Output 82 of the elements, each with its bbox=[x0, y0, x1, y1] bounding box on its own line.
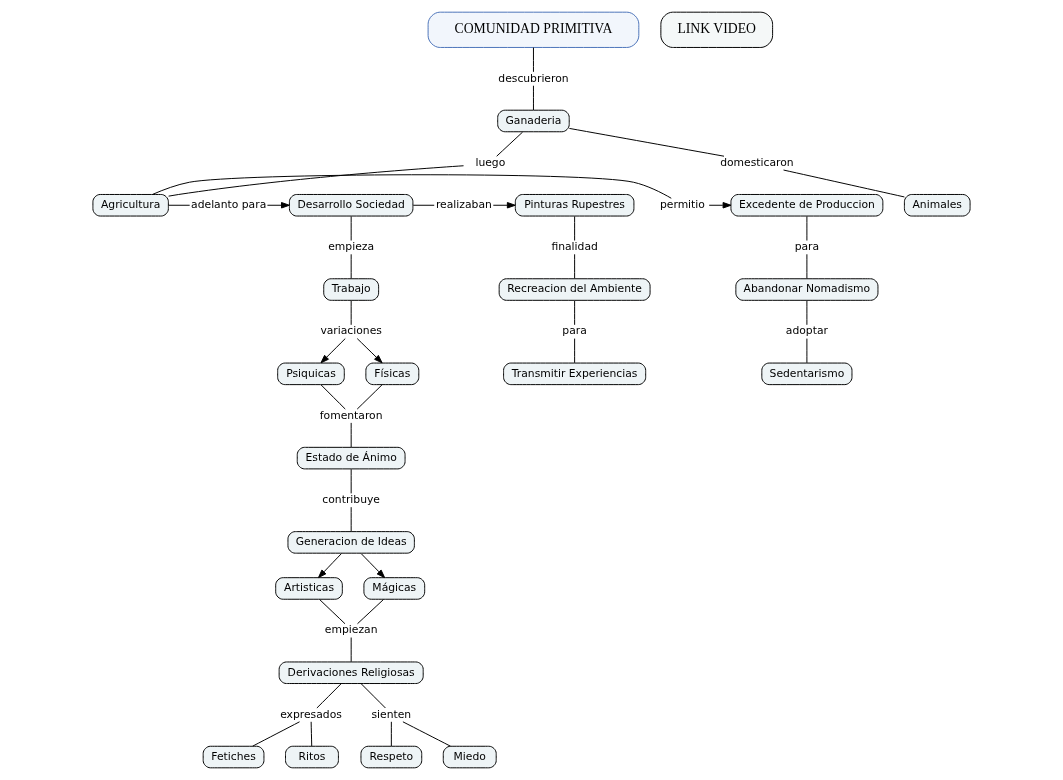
connector bbox=[532, 47, 534, 73]
connector bbox=[350, 468, 352, 494]
node-text: empieza bbox=[328, 240, 375, 254]
node-box: Fetiches bbox=[202, 745, 265, 769]
connector bbox=[356, 384, 383, 410]
connector bbox=[574, 215, 576, 241]
node-box: Abandonar Nomadismo bbox=[735, 278, 879, 301]
node-box: Recreacion del Ambiente bbox=[498, 278, 651, 301]
node-text: adelanto para bbox=[191, 198, 267, 211]
node-box: Generacion de Ideas bbox=[287, 531, 415, 554]
connector bbox=[390, 721, 392, 747]
node-box: Mágicas bbox=[363, 577, 426, 600]
arrow bbox=[317, 553, 342, 579]
connector bbox=[319, 599, 346, 625]
connector bbox=[806, 338, 808, 364]
node-box: Miedo bbox=[442, 745, 497, 769]
node-box: Trabajo bbox=[323, 278, 380, 301]
node-text: empiezan bbox=[324, 623, 378, 637]
connector bbox=[168, 165, 465, 197]
arrow bbox=[360, 553, 386, 579]
node-box: Agricultura bbox=[92, 194, 169, 217]
node-box: Pinturas Rupestres bbox=[514, 194, 635, 217]
connector bbox=[357, 599, 384, 625]
node-text: variaciones bbox=[320, 324, 382, 338]
node-text: para bbox=[794, 240, 820, 254]
connector bbox=[310, 721, 313, 747]
node-box: COMUNIDAD PRIMITIVA bbox=[427, 11, 640, 48]
arrow bbox=[356, 338, 383, 364]
node-box: Animales bbox=[903, 194, 971, 217]
node-text: expresados bbox=[280, 707, 342, 721]
node-box: Derivaciones Religiosas bbox=[278, 661, 424, 684]
node-box: Respeto bbox=[360, 745, 423, 769]
connector bbox=[350, 506, 352, 532]
connector bbox=[316, 683, 342, 709]
connector bbox=[574, 338, 576, 364]
node-text: descubrieron bbox=[498, 71, 569, 85]
connector bbox=[350, 637, 352, 663]
connector bbox=[350, 253, 352, 280]
connector bbox=[402, 721, 452, 747]
node-box: Ritos bbox=[285, 745, 339, 769]
connector bbox=[168, 204, 191, 206]
node-text: adoptar bbox=[785, 324, 828, 338]
connector bbox=[252, 721, 301, 747]
node-box: Desarrollo Sociedad bbox=[288, 194, 414, 217]
node-box: Psiquicas bbox=[277, 362, 345, 386]
node-box: Ganaderia bbox=[497, 109, 570, 133]
node-text: realizaban bbox=[435, 198, 492, 211]
node-text: contribuye bbox=[322, 493, 380, 506]
node-text: sienten bbox=[371, 707, 412, 721]
connector bbox=[350, 215, 352, 241]
node-box: Físicas bbox=[365, 362, 420, 386]
connector bbox=[496, 131, 524, 157]
node-box: Sedentarismo bbox=[761, 362, 853, 386]
connector bbox=[532, 85, 534, 111]
connector bbox=[350, 300, 352, 326]
connector bbox=[412, 204, 435, 206]
node-box: LINK VIDEO bbox=[660, 11, 774, 48]
node-text: fomentaron bbox=[319, 408, 383, 422]
connector bbox=[574, 300, 576, 326]
arrow bbox=[708, 202, 732, 209]
connector bbox=[574, 253, 576, 280]
arrow bbox=[320, 338, 346, 364]
node-text: finalidad bbox=[551, 240, 598, 254]
connector bbox=[783, 169, 905, 198]
node-box: Artisticas bbox=[275, 577, 343, 600]
node-text: luego bbox=[475, 155, 506, 169]
connector bbox=[806, 253, 808, 280]
node-box: Excedente de Produccion bbox=[730, 194, 884, 217]
connector bbox=[360, 683, 386, 709]
connector bbox=[806, 300, 808, 326]
connector bbox=[806, 215, 808, 241]
node-text: permitio bbox=[659, 198, 705, 211]
connector bbox=[350, 422, 352, 448]
node-box: Transmitir Experiencias bbox=[503, 362, 647, 386]
connector bbox=[568, 127, 725, 157]
connector bbox=[320, 384, 346, 410]
node-box: Estado de Ánimo bbox=[296, 446, 406, 470]
node-text: para bbox=[562, 324, 587, 338]
arrow bbox=[492, 202, 516, 209]
arrow bbox=[266, 202, 290, 209]
node-text: domesticaron bbox=[720, 155, 794, 169]
connector bbox=[152, 174, 672, 199]
